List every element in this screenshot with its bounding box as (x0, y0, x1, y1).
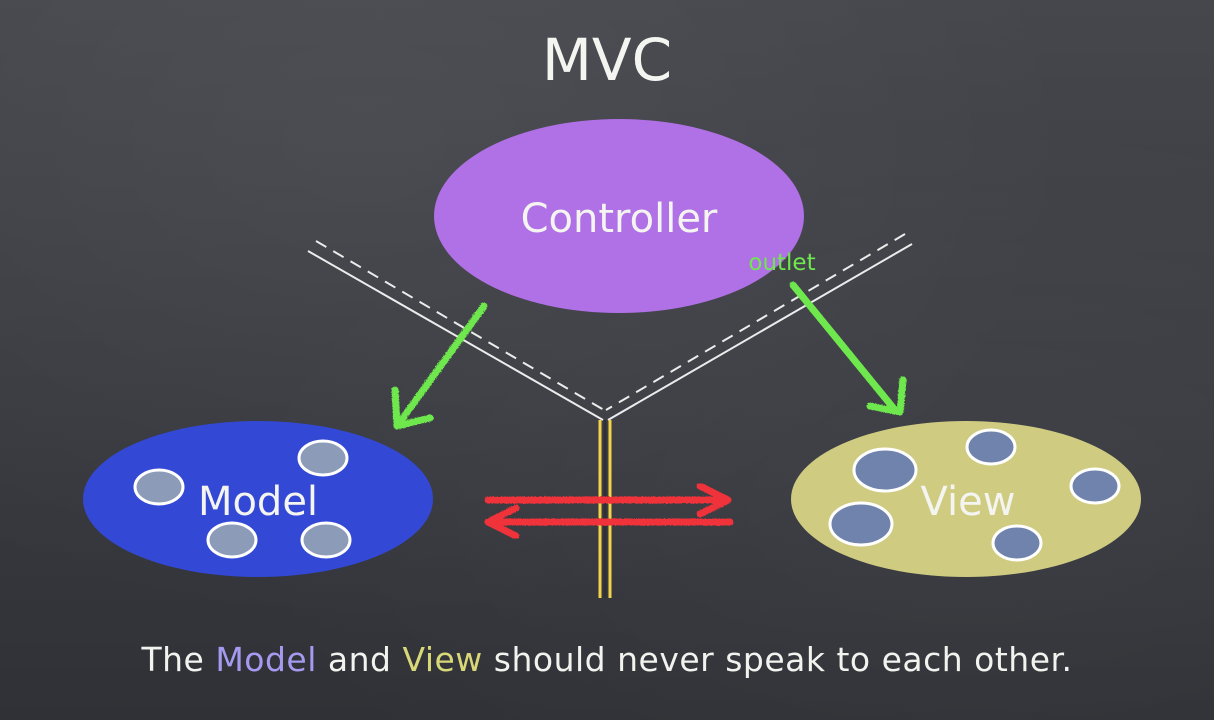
controller-to-view-arrow (789, 281, 907, 416)
divider-yellow-lines (598, 420, 612, 598)
caption-view-word: View (402, 640, 483, 679)
caption-model-word: Model (215, 640, 317, 679)
caption-part-3: should never speak to each other. (482, 640, 1073, 679)
view-bubbles (828, 428, 1121, 562)
outlet-label: outlet (748, 250, 815, 276)
model-view-forbidden-arrows (484, 482, 734, 540)
controller-ellipse (434, 119, 804, 313)
divider-left-line (307, 240, 605, 421)
divider-right-line (605, 233, 913, 421)
model-label: Model (198, 479, 318, 525)
caption: The Model and View should never speak to… (0, 640, 1214, 679)
controller-label: Controller (521, 196, 718, 242)
diagram-title: MVC (542, 26, 672, 94)
controller-to-model-arrow (391, 302, 488, 430)
caption-part-1: The (141, 640, 216, 679)
caption-part-2: and (316, 640, 403, 679)
view-label: View (921, 479, 1016, 525)
model-bubbles (133, 439, 352, 559)
